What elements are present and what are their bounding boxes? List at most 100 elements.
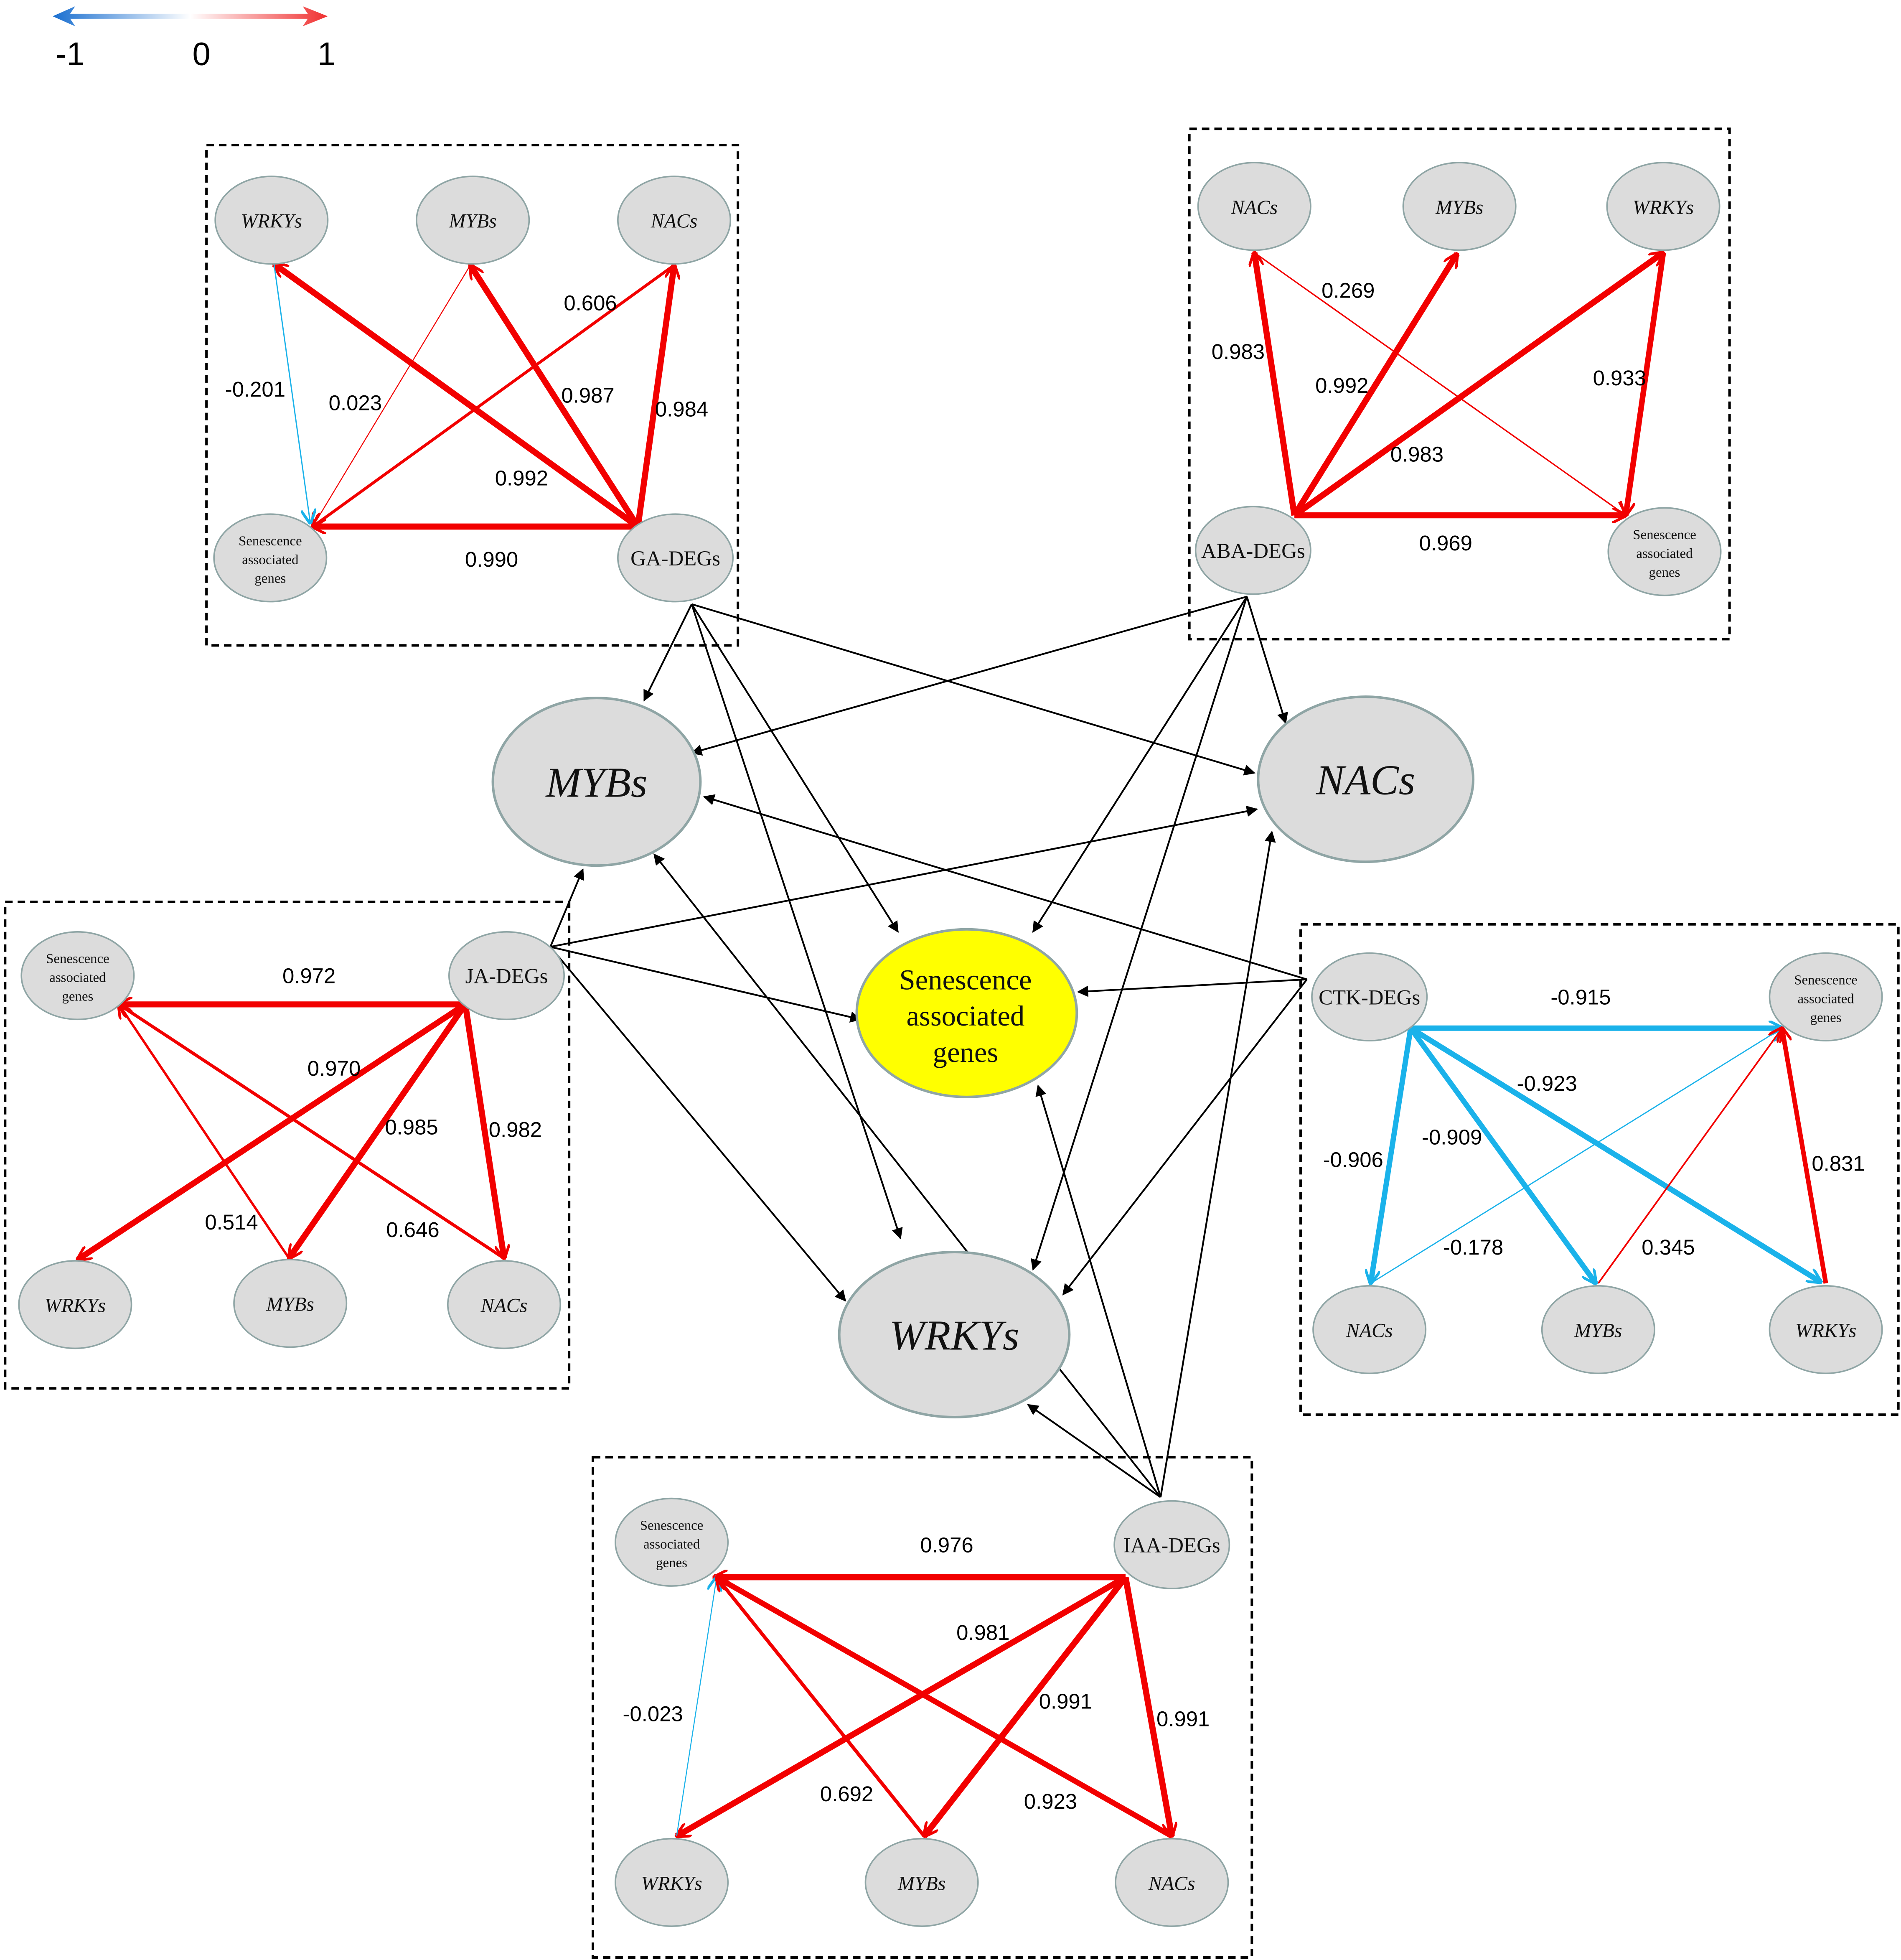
central-node-nacs[interactable]: NACs — [1257, 695, 1475, 863]
module-node-wrkys[interactable]: WRKYs — [1769, 1285, 1883, 1375]
module-node-nacs[interactable]: NACs — [1197, 162, 1311, 251]
correlation-edge-nacs-to-sag — [1370, 1028, 1782, 1284]
node-ellipse — [1769, 1285, 1883, 1375]
node-ellipse — [20, 931, 135, 1021]
sag-label-line: Senescence — [1794, 972, 1858, 988]
correlation-value-label: 0.983 — [1390, 442, 1444, 466]
node-ellipse — [416, 176, 530, 265]
correlation-edge-mybs-to-sag — [1597, 1028, 1782, 1284]
node-label-line: genes — [933, 1036, 999, 1068]
node-ellipse — [864, 1838, 979, 1927]
correlation-edge-hub-to-nacs — [1122, 1576, 1172, 1836]
node-ellipse — [617, 513, 734, 603]
correlation-value-label: -0.909 — [1422, 1125, 1482, 1149]
node-label: WRKYs — [1633, 196, 1694, 219]
module-node-mybs[interactable]: MYBs — [864, 1838, 979, 1927]
sag-label-line: Senescence — [640, 1518, 704, 1533]
node-ellipse — [1606, 162, 1721, 251]
regulation-arrow-ga-degs-to-wrkys — [691, 603, 903, 1240]
module-node-hub[interactable]: IAA-DEGs — [1113, 1500, 1230, 1589]
sag-label-line: associated — [643, 1537, 700, 1552]
module-node-mybs[interactable]: MYBs — [1541, 1285, 1655, 1375]
sag-label-line: genes — [656, 1555, 687, 1571]
module-node-hub[interactable]: ABA-DEGs — [1194, 506, 1311, 595]
sag-label-line: genes — [254, 571, 286, 586]
regulation-arrow-ja-degs-to-wrkys — [549, 946, 846, 1302]
sag-label-line: associated — [1797, 991, 1854, 1006]
correlation-edge-wrkys-to-sag — [273, 264, 310, 523]
node-label: WRKYs — [889, 1312, 1019, 1359]
module-node-wrkys[interactable]: WRKYs — [615, 1838, 729, 1927]
node-ellipse — [1607, 507, 1722, 596]
module-node-mybs[interactable]: MYBs — [1402, 162, 1517, 251]
correlation-value-label: 0.269 — [1322, 278, 1375, 302]
module-node-nacs[interactable]: NACs — [447, 1260, 561, 1349]
module-node-hub[interactable]: CTK-DEGs — [1311, 952, 1428, 1041]
correlation-edge-mybs-to-sag — [119, 1004, 290, 1259]
node-label: WRKYs — [45, 1295, 106, 1317]
node-ellipse — [617, 176, 732, 265]
correlation-edge-mybs-to-sag — [313, 265, 471, 527]
correlation-value-label: 0.987 — [561, 384, 614, 407]
regulation-arrow-aba-degs-to-nacs — [1246, 596, 1288, 724]
color-legend: -1 0 1 — [53, 6, 335, 72]
module-node-hub[interactable]: JA-DEGs — [448, 931, 565, 1021]
central-node-mybs[interactable]: MYBs — [491, 697, 702, 867]
sag-label-line: associated — [49, 970, 106, 985]
node-ellipse — [855, 928, 1078, 1098]
node-ellipse — [1312, 1285, 1427, 1375]
correlation-value-label: 0.991 — [1156, 1707, 1210, 1731]
module-node-mybs[interactable]: MYBs — [233, 1259, 348, 1348]
correlation-edge-hub-to-wrkys — [677, 1574, 1127, 1839]
correlation-edge-hub-to-wrkys — [1292, 253, 1663, 518]
node-ellipse — [615, 1497, 729, 1587]
module-node-wrkys[interactable]: WRKYs — [18, 1260, 132, 1349]
module-node-nacs[interactable]: NACs — [617, 176, 732, 265]
correlation-value-label: 0.992 — [495, 466, 548, 490]
correlation-value-label: 0.990 — [465, 547, 518, 571]
correlation-edge-hub-to-mybs — [289, 1003, 468, 1258]
correlation-edge-nacs-to-sag — [119, 1004, 505, 1260]
regulation-arrow-ja-degs-to-sag — [550, 946, 862, 1023]
regulation-arrow-ga-degs-to-sag — [691, 603, 899, 933]
correlation-value-label: 0.831 — [1812, 1151, 1865, 1175]
regulation-arrow-ctk-degs-to-sag — [1077, 978, 1307, 997]
module-node-nacs[interactable]: NACs — [1312, 1285, 1427, 1375]
module-box-aba — [1188, 127, 1731, 641]
module-node-mybs[interactable]: MYBs — [416, 176, 530, 265]
correlation-edge-hub-to-nacs — [635, 265, 674, 527]
node-ellipse — [233, 1259, 348, 1348]
correlation-value-label: -0.201 — [225, 377, 285, 401]
module-node-hub[interactable]: GA-DEGs — [617, 513, 734, 603]
central-node-wrkys[interactable]: WRKYs — [838, 1250, 1071, 1419]
module-node-sag[interactable]: Senescence associated genes — [615, 1497, 729, 1587]
correlation-edge-hub-to-wrkys — [1409, 1026, 1821, 1282]
module-node-wrkys[interactable]: WRKYs — [214, 176, 329, 265]
node-label: WRKYs — [241, 210, 302, 232]
legend-max-label: 1 — [318, 36, 335, 72]
sag-label-line: Senescence — [239, 534, 302, 549]
node-ellipse — [1115, 1838, 1229, 1927]
node-ellipse — [1113, 1500, 1230, 1589]
module-node-wrkys[interactable]: WRKYs — [1606, 162, 1721, 251]
node-label: WRKYs — [1795, 1319, 1856, 1341]
correlation-edge-hub-to-mybs — [1408, 1026, 1596, 1283]
node-label-line: Senescence — [899, 964, 1032, 995]
module-node-nacs[interactable]: NACs — [1115, 1838, 1229, 1927]
hub-label: GA-DEGs — [630, 547, 720, 570]
regulation-arrows — [549, 596, 1308, 1498]
correlation-value-label: -0.178 — [1443, 1235, 1503, 1259]
correlation-edge-hub-to-mybs — [468, 265, 640, 528]
legend-min-label: -1 — [56, 36, 84, 72]
node-label: MYBs — [448, 210, 496, 232]
